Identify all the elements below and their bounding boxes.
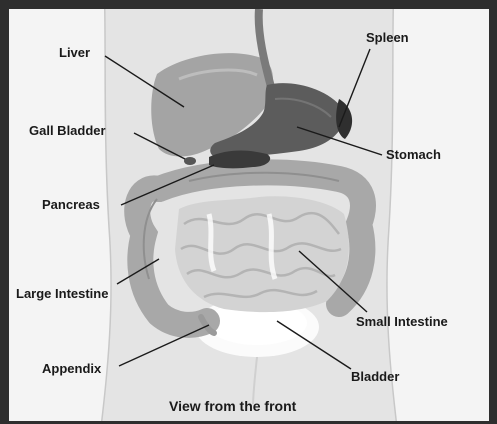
label-gall-bladder: Gall Bladder (29, 123, 106, 138)
label-small-intestine: Small Intestine (356, 314, 448, 329)
gall-bladder-organ (184, 157, 196, 165)
label-appendix: Appendix (42, 361, 102, 376)
label-liver: Liver (59, 45, 90, 60)
label-pancreas: Pancreas (42, 197, 100, 212)
label-spleen: Spleen (366, 30, 409, 45)
label-large-intestine: Large Intestine (16, 286, 108, 301)
label-stomach: Stomach (386, 147, 441, 162)
small-intestine-organ (175, 196, 349, 312)
diagram-panel: Liver Spleen Gall Bladder Stomach Pancre… (9, 9, 489, 421)
digestive-system-diagram: Liver Spleen Gall Bladder Stomach Pancre… (9, 9, 489, 421)
caption-view: View from the front (169, 398, 297, 414)
label-bladder: Bladder (351, 369, 399, 384)
